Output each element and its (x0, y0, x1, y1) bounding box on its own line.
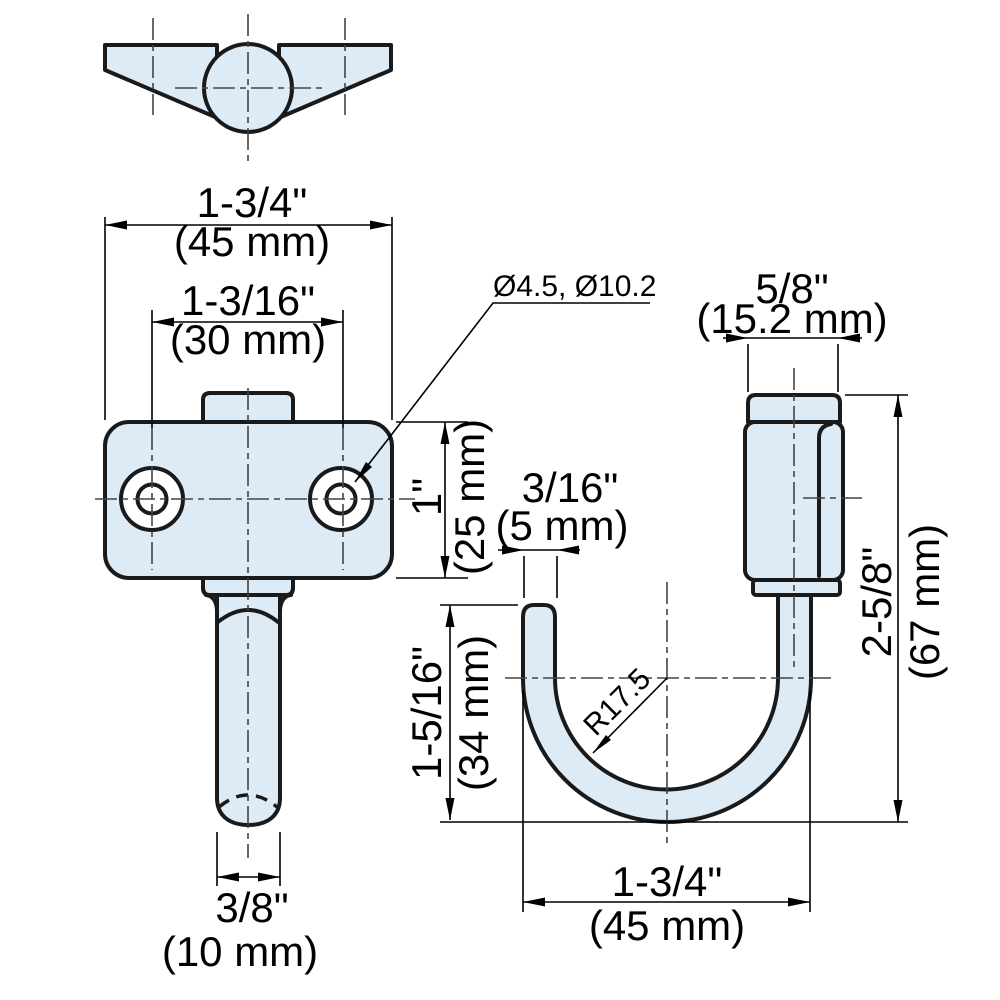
arrowhead (445, 798, 455, 820)
arrowhead (788, 897, 810, 907)
dim-label-mm: (10 mm) (162, 928, 318, 975)
arrowhead (440, 422, 450, 444)
arrowhead (726, 333, 748, 343)
dim-label-mm: (30 mm) (170, 316, 326, 363)
arrowhead (440, 556, 450, 578)
dim-label-mm: (15.2 mm) (696, 295, 887, 342)
dim-label-inch: 3/8" (215, 884, 288, 931)
arrowhead (593, 735, 611, 753)
arrowhead (445, 605, 455, 627)
dim-label-inch: 1-5/16" (403, 646, 450, 780)
arrowhead (893, 800, 903, 822)
arrowhead (217, 872, 239, 882)
dim-label-inch: 3/16" (522, 464, 619, 511)
arrowhead (557, 545, 579, 555)
dim-label-inch: 1-3/16" (181, 277, 315, 324)
side-body-inner-edge (817, 422, 833, 578)
dim-label-mm: (67 mm) (901, 524, 948, 680)
dim-label-inch: 5/8" (755, 265, 828, 312)
arrowhead (523, 897, 545, 907)
arrowhead (355, 462, 372, 482)
arrowhead (258, 872, 280, 882)
arrowhead (838, 333, 860, 343)
dim-hook-outer-width: 1-3/4" (45 mm) (522, 690, 811, 949)
centerlines (95, 14, 862, 858)
dim-label-mm: (45 mm) (589, 902, 745, 949)
side-step (751, 578, 842, 597)
arrowhead (893, 395, 903, 417)
arrowhead (152, 317, 174, 327)
dim-label-inch: 1-3/4" (612, 858, 723, 905)
arrowhead (370, 220, 392, 230)
side-hook (521, 592, 813, 824)
dim-hook-opening-height: 1-5/16" (34 mm) (403, 604, 518, 820)
dim-overall-height: 2-5/8" (67 mm) (440, 394, 948, 823)
dim-label-mm: (5 mm) (496, 502, 629, 549)
dim-label-inch: 1" (403, 478, 450, 516)
dim-hanger-width: 5/8" (15.2 mm) (696, 265, 888, 392)
dim-label-mm: (34 mm) (450, 635, 497, 791)
dim-label-mm: (25 mm) (446, 419, 493, 575)
dim-label-mm: (45 mm) (174, 218, 330, 265)
dim-hook-tip-thickness: 3/16" (5 mm) (496, 464, 629, 598)
arrowhead (502, 545, 524, 555)
dim-plate-width: 1-3/4" (45 mm) (104, 179, 393, 420)
dim-hole-spacing: 1-3/16" (30 mm) (151, 277, 344, 428)
dim-label-inch: 2-5/8" (853, 547, 900, 658)
side-view (521, 393, 845, 824)
dim-rod-diameter: 3/8" (10 mm) (162, 832, 318, 975)
front-view (103, 391, 394, 827)
hole-diameter-label: Ø4.5, Ø10.2 (493, 270, 656, 303)
dim-label-inch: 1-3/4" (197, 179, 308, 226)
arrowhead (105, 220, 127, 230)
dim-plate-height: 1" (25 mm) (396, 419, 493, 579)
arrowhead (321, 317, 343, 327)
